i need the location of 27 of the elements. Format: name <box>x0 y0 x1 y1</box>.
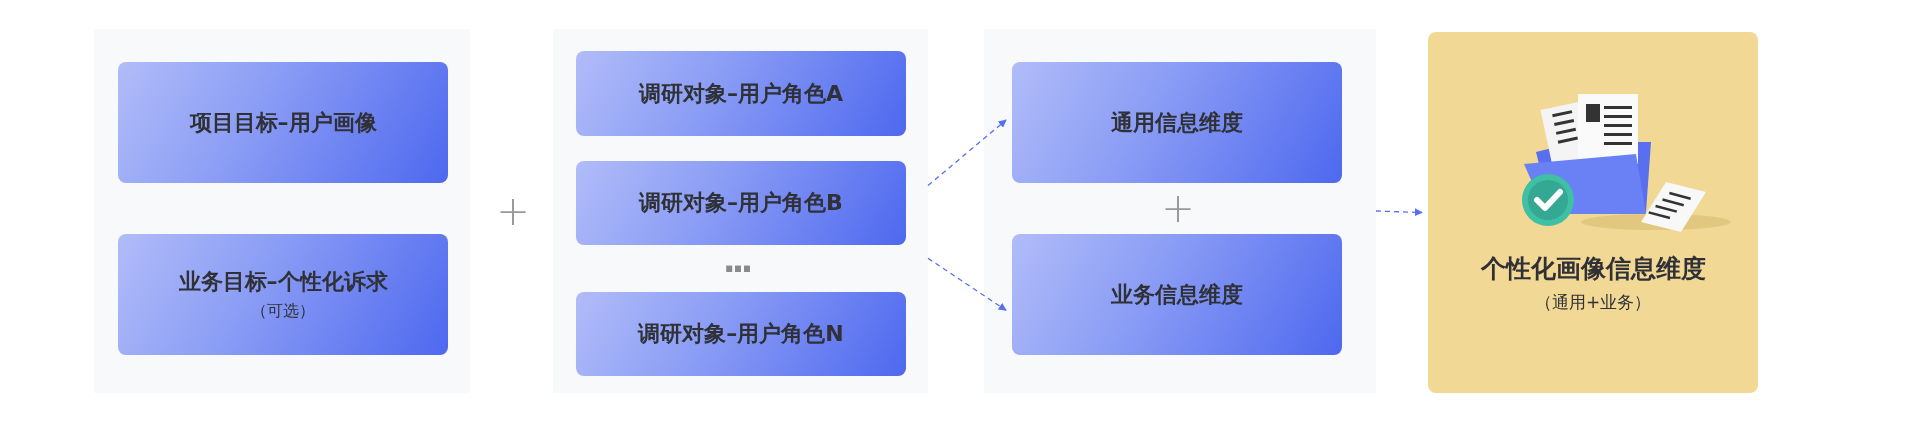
dashed-arrow <box>927 257 1007 311</box>
box-subtitle: （可选） <box>251 301 315 322</box>
info-box <box>1012 62 1342 183</box>
box-title: 业务信息维度 <box>1111 280 1243 309</box>
box-title: 项目目标–用户画像 <box>189 108 377 137</box>
dashed-arrow <box>927 119 1007 187</box>
info-box <box>118 234 448 355</box>
box-title: 调研对象–用户角色N <box>638 320 844 348</box>
group-panel <box>553 29 928 393</box>
group-panel <box>94 29 470 393</box>
box-title: 通用信息维度 <box>1111 108 1243 137</box>
box-title: 个性化画像信息维度 <box>1480 253 1706 285</box>
ellipsis-text: ··· <box>722 252 750 286</box>
plus-sign: + <box>496 191 526 231</box>
info-box <box>576 292 906 376</box>
result-card <box>1428 32 1758 393</box>
plus-sign: + <box>1161 188 1191 228</box>
info-box <box>1012 234 1342 355</box>
dashed-arrow <box>1375 208 1423 217</box>
box-title: 调研对象–用户角色A <box>639 79 843 108</box>
group-panel <box>984 29 1376 393</box>
info-box <box>576 51 906 136</box>
info-box <box>576 161 906 245</box>
box-title: 调研对象–用户角色B <box>639 189 843 217</box>
box-title: 业务目标–个性化诉求 <box>178 268 388 296</box>
info-box <box>118 62 448 183</box>
box-subtitle: （通用+业务） <box>1534 291 1652 314</box>
